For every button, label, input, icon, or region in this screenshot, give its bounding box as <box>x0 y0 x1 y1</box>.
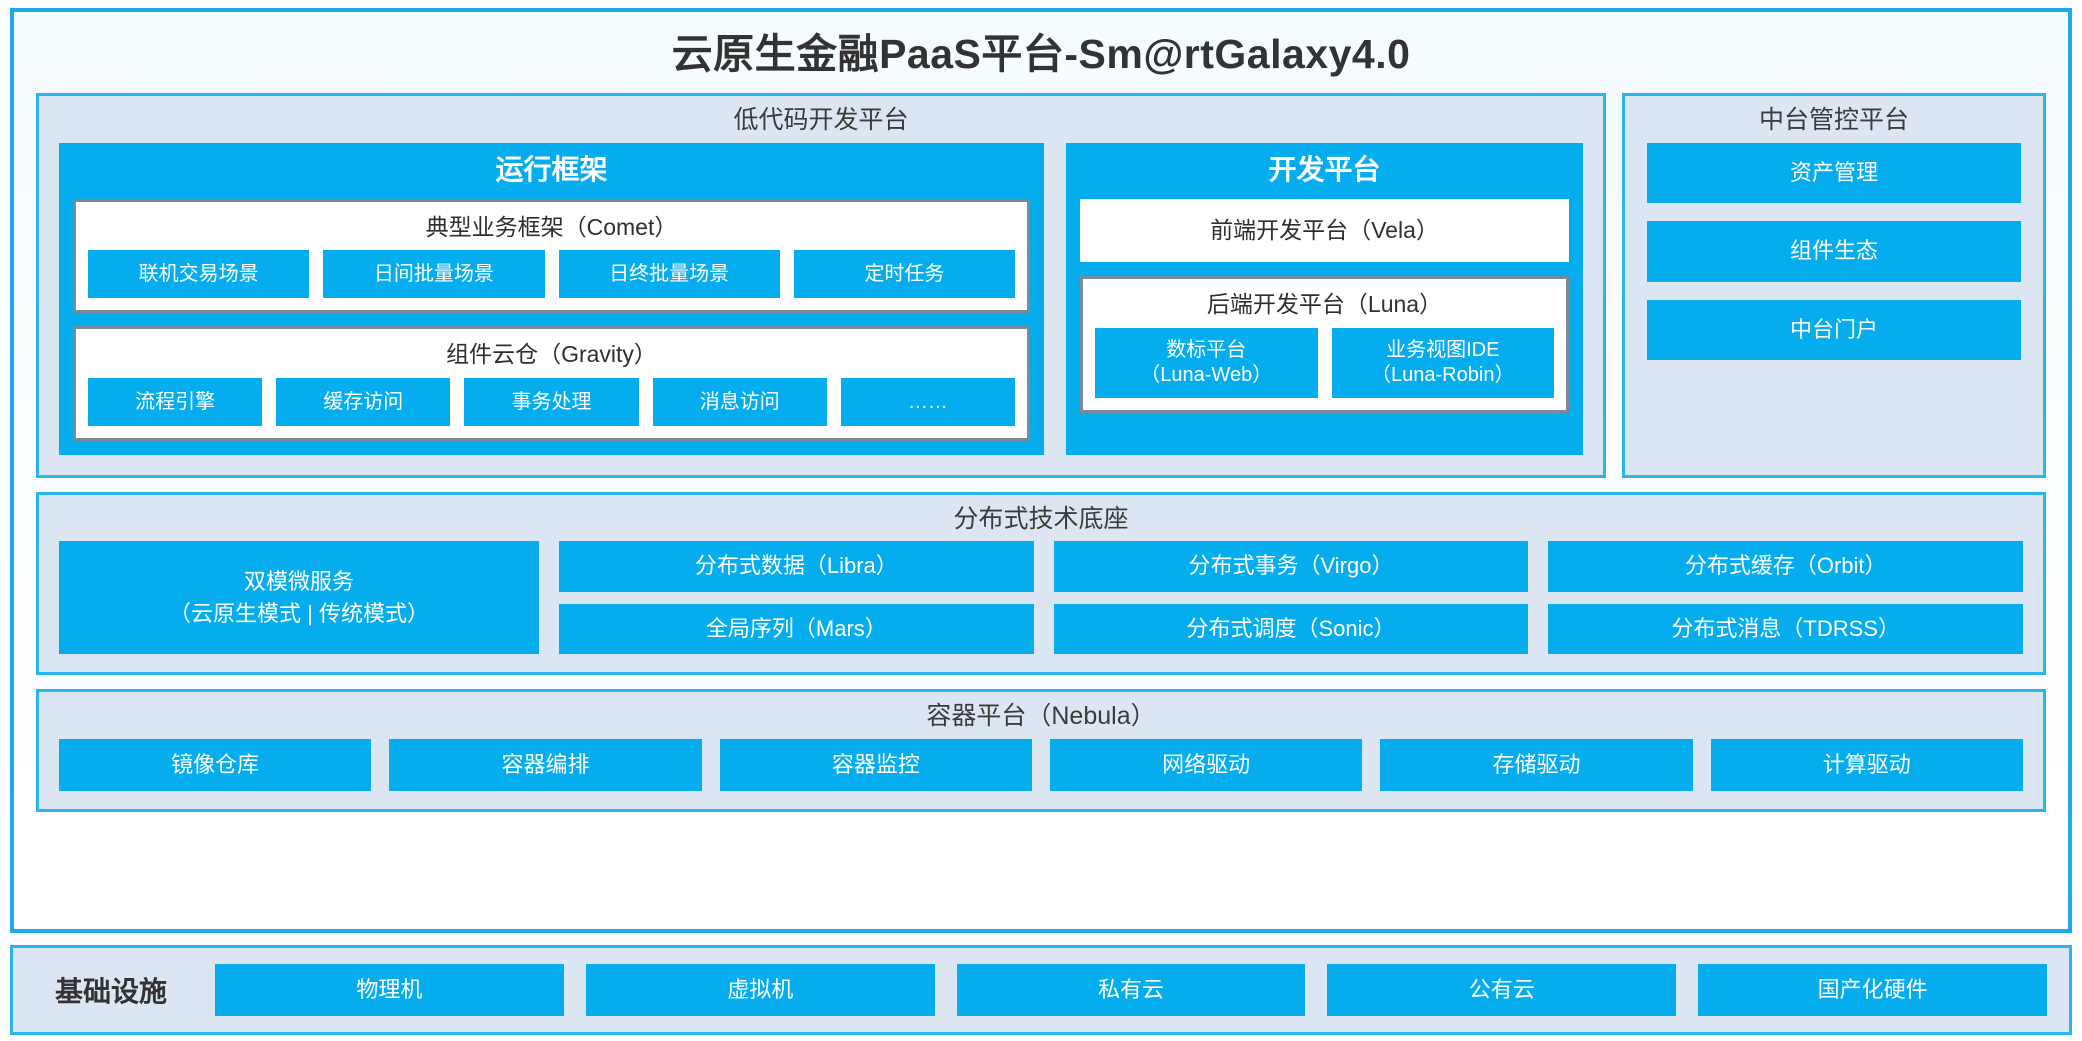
infrastructure-panel: 基础设施 物理机 虚拟机 私有云 公有云 国产化硬件 <box>10 944 2072 1035</box>
lowcode-platform-panel: 低代码开发平台 运行框架 典型业务框架（Comet） 联机交易场景 日间批量场景… <box>36 93 1606 478</box>
container-item-network-driver[interactable]: 网络驱动 <box>1049 738 1363 792</box>
dist-item-libra[interactable]: 分布式数据（Libra） <box>559 541 1034 592</box>
gravity-title: 组件云仓（Gravity） <box>446 341 657 368</box>
platform-container: 云原生金融PaaS平台-Sm@rtGalaxy4.0 低代码开发平台 运行框架 … <box>10 8 2072 933</box>
runtime-framework-card: 运行框架 典型业务框架（Comet） 联机交易场景 日间批量场景 日终批量场景 … <box>59 142 1044 455</box>
dual-mode-microservice[interactable]: 双模微服务 （云原生模式 | 传统模式） <box>59 541 539 655</box>
midoffice-item-component-ecosystem[interactable]: 组件生态 <box>1647 221 2021 282</box>
distributed-column-2: 分布式事务（Virgo） 分布式调度（Sonic） <box>1053 541 1529 655</box>
infrastructure-label: 基础设施 <box>55 975 168 1007</box>
dual-mode-line2: （云原生模式 | 传统模式） <box>169 600 429 626</box>
infrastructure-item-private-cloud[interactable]: 私有云 <box>956 963 1306 1016</box>
dist-item-virgo[interactable]: 分布式事务（Virgo） <box>1053 541 1529 592</box>
midoffice-platform-title: 中台管控平台 <box>1758 106 1909 135</box>
container-platform-items: 镜像仓库 容器编排 容器监控 网络驱动 存储驱动 计算驱动 <box>39 738 2043 809</box>
midoffice-items: 资产管理 组件生态 中台门户 <box>1625 142 2043 475</box>
container-platform-panel: 容器平台（Nebula） 镜像仓库 容器编排 容器监控 网络驱动 存储驱动 计算… <box>36 689 2046 813</box>
luna-web-name: 数标平台 <box>1166 338 1247 361</box>
lowcode-platform-title: 低代码开发平台 <box>733 106 909 135</box>
dist-item-mars[interactable]: 全局序列（Mars） <box>559 603 1034 655</box>
comet-item-scheduled-task[interactable]: 定时任务 <box>793 250 1015 299</box>
development-platform-card: 开发平台 前端开发平台（Vela） 后端开发平台（Luna） 数标平台 （Lun… <box>1066 142 1583 455</box>
gravity-item-process-engine[interactable]: 流程引擎 <box>88 377 263 426</box>
frontend-platform-vela[interactable]: 前端开发平台（Vela） <box>1080 198 1569 263</box>
midoffice-item-midoffice-portal[interactable]: 中台门户 <box>1647 299 2021 361</box>
gravity-item-more[interactable]: …… <box>840 377 1016 426</box>
luna-robin-code: （Luna-Robin） <box>1371 363 1515 386</box>
infrastructure-item-virtual-machine[interactable]: 虚拟机 <box>585 963 935 1016</box>
development-platform-title: 开发平台 <box>1268 153 1381 185</box>
dual-mode-line1: 双模微服务 <box>243 568 354 594</box>
luna-robin-name: 业务视图IDE <box>1386 338 1500 361</box>
luna-item-luna-web[interactable]: 数标平台 （Luna-Web） <box>1095 327 1318 398</box>
container-item-image-registry[interactable]: 镜像仓库 <box>59 738 372 792</box>
gravity-items: 流程引擎 缓存访问 事务处理 消息访问 …… <box>88 377 1016 426</box>
comet-item-eod-batch[interactable]: 日终批量场景 <box>558 250 780 299</box>
container-item-storage-driver[interactable]: 存储驱动 <box>1380 738 1693 792</box>
distributed-base-panel: 分布式技术底座 双模微服务 （云原生模式 | 传统模式） 分布式数据（Libra… <box>36 491 2046 676</box>
backend-platform-luna-title: 后端开发平台（Luna） <box>1206 291 1443 318</box>
container-item-compute-driver[interactable]: 计算驱动 <box>1710 738 2023 792</box>
distributed-base-title: 分布式技术底座 <box>953 504 1129 533</box>
page-title: 云原生金融PaaS平台-Sm@rtGalaxy4.0 <box>671 31 1411 77</box>
container-platform-title: 容器平台（Nebula） <box>926 702 1156 731</box>
lowcode-platform-body: 运行框架 典型业务框架（Comet） 联机交易场景 日间批量场景 日终批量场景 … <box>39 142 1603 475</box>
comet-title: 典型业务框架（Comet） <box>425 213 678 240</box>
luna-web-code: （Luna-Web） <box>1140 363 1273 386</box>
midoffice-item-asset-management[interactable]: 资产管理 <box>1647 142 2021 204</box>
comet-item-online-transaction[interactable]: 联机交易场景 <box>88 250 310 299</box>
infrastructure-item-domestic-hardware[interactable]: 国产化硬件 <box>1698 963 2047 1016</box>
dist-item-orbit[interactable]: 分布式缓存（Orbit） <box>1548 541 2024 592</box>
gravity-item-cache-access[interactable]: 缓存访问 <box>276 377 451 426</box>
infrastructure-item-physical-machine[interactable]: 物理机 <box>215 963 564 1016</box>
gravity-item-message-access[interactable]: 消息访问 <box>652 377 827 426</box>
distributed-column-3: 分布式缓存（Orbit） 分布式消息（TDRSS） <box>1548 541 2024 655</box>
dist-item-tdrss[interactable]: 分布式消息（TDRSS） <box>1548 603 2024 655</box>
distributed-base-body: 双模微服务 （云原生模式 | 传统模式） 分布式数据（Libra） 全局序列（M… <box>39 541 2043 672</box>
comet-items: 联机交易场景 日间批量场景 日终批量场景 定时任务 <box>88 250 1015 299</box>
luna-item-luna-robin[interactable]: 业务视图IDE （Luna-Robin） <box>1331 327 1554 398</box>
comet-item-intraday-batch[interactable]: 日间批量场景 <box>323 250 545 299</box>
luna-items: 数标平台 （Luna-Web） 业务视图IDE （Luna-Robin） <box>1095 327 1554 398</box>
container-item-orchestration[interactable]: 容器编排 <box>389 738 702 792</box>
comet-group: 典型业务框架（Comet） 联机交易场景 日间批量场景 日终批量场景 定时任务 <box>73 198 1030 314</box>
infrastructure-item-public-cloud[interactable]: 公有云 <box>1327 963 1677 1016</box>
backend-platform-luna-group: 后端开发平台（Luna） 数标平台 （Luna-Web） 业务视图IDE （Lu… <box>1080 276 1569 413</box>
gravity-group: 组件云仓（Gravity） 流程引擎 缓存访问 事务处理 消息访问 …… <box>73 326 1030 441</box>
midoffice-platform-panel: 中台管控平台 资产管理 组件生态 中台门户 <box>1622 93 2046 478</box>
distributed-column-1: 分布式数据（Libra） 全局序列（Mars） <box>559 541 1034 655</box>
dist-item-sonic[interactable]: 分布式调度（Sonic） <box>1053 603 1529 655</box>
top-row: 低代码开发平台 运行框架 典型业务框架（Comet） 联机交易场景 日间批量场景… <box>36 93 2046 478</box>
spacer <box>36 478 2046 492</box>
container-item-monitoring[interactable]: 容器监控 <box>719 738 1032 792</box>
gravity-item-transaction-processing[interactable]: 事务处理 <box>464 377 639 426</box>
spacer-2 <box>36 675 2046 689</box>
runtime-framework-title: 运行框架 <box>495 153 608 185</box>
